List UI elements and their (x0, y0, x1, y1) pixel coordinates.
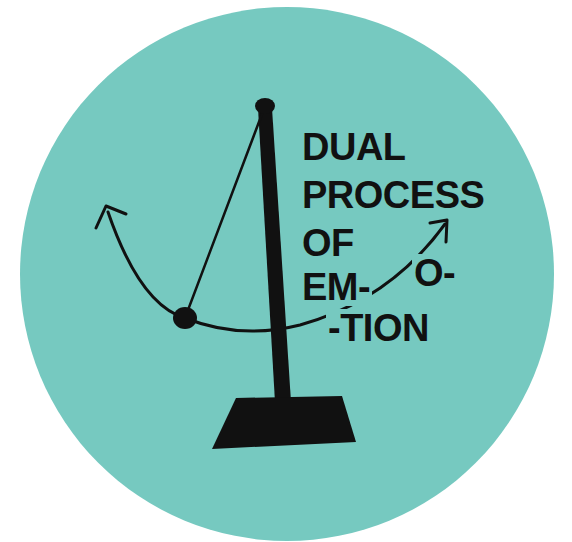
title-lettering: O- (412, 254, 457, 292)
pendulum-base (212, 396, 356, 449)
arrowhead (96, 206, 126, 228)
title-lettering: EM- (300, 268, 372, 306)
title-lettering: -TION (326, 309, 431, 347)
title-lettering: OF (300, 224, 356, 262)
arrowhead (430, 220, 447, 242)
pendulum-pole (258, 108, 291, 402)
title-lettering: PROCESS (300, 176, 486, 214)
pivot-dot (255, 98, 275, 114)
teal-circle (20, 7, 554, 541)
pendulum-string (185, 106, 265, 318)
title-lettering: DUAL (300, 128, 408, 166)
pendulum-bob (173, 307, 197, 329)
